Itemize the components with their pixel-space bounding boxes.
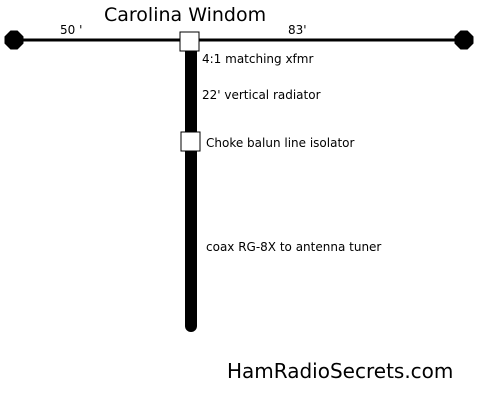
left-leg-length: 50 ' [60, 23, 83, 37]
matching-xfmr-label: 4:1 matching xfmr [202, 52, 314, 66]
diagram-title: Carolina Windom [104, 4, 267, 26]
right-end-insulator [454, 30, 474, 50]
website-footer: HamRadioSecrets.com [227, 359, 454, 383]
left-end-insulator [4, 30, 24, 50]
coax-label: coax RG-8X to antenna tuner [206, 240, 382, 254]
vertical-radiator-label: 22' vertical radiator [202, 88, 321, 102]
choke-balun-box [180, 131, 201, 152]
matching-transformer-box [179, 31, 200, 52]
choke-balun-label: Choke balun line isolator [206, 136, 355, 150]
right-leg-length: 83' [288, 23, 307, 37]
